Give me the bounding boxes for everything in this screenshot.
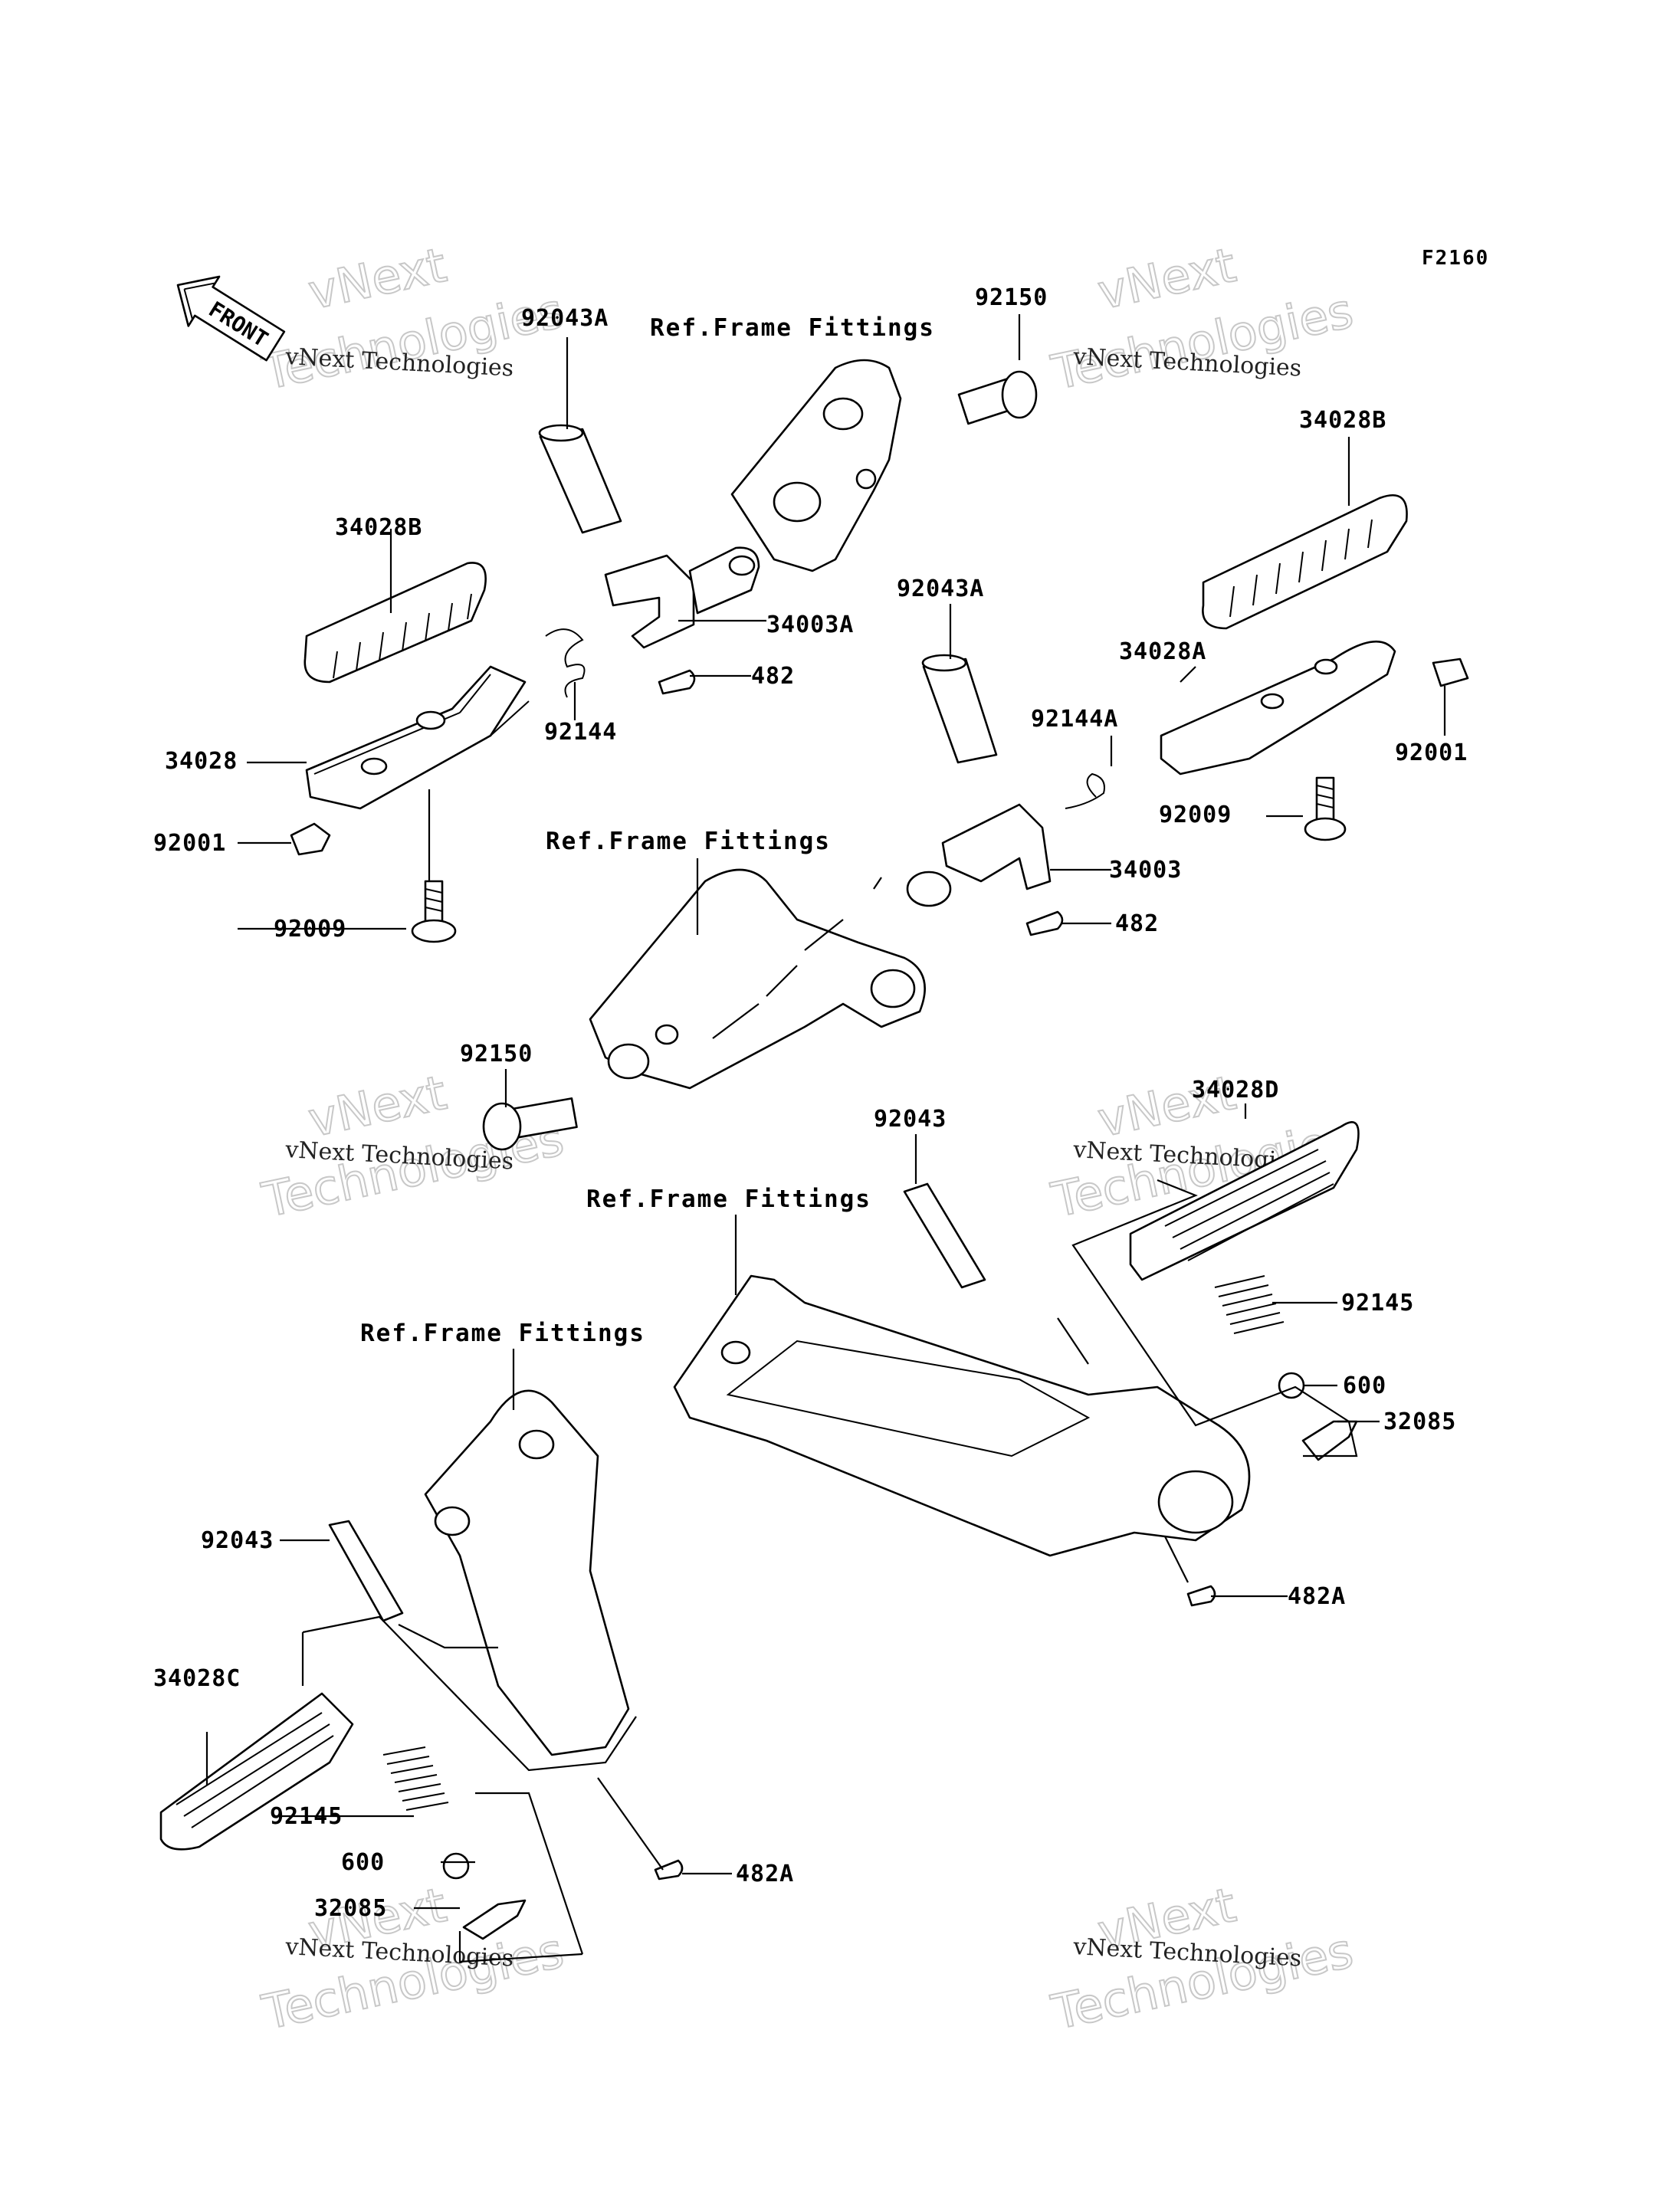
pin-92043-right bbox=[903, 1182, 986, 1289]
bolt-92001-left bbox=[290, 822, 331, 856]
ref-frame-fittings-label: Ref.Frame Fittings bbox=[586, 1185, 871, 1213]
pin-92043-left bbox=[328, 1520, 404, 1622]
diagram-code: F2160 bbox=[1422, 247, 1489, 270]
watermark-big-top: vNext bbox=[1093, 237, 1240, 320]
bracket-34003 bbox=[906, 803, 1052, 907]
spring-92145-right bbox=[1214, 1275, 1285, 1334]
ball-600-left bbox=[442, 1852, 470, 1880]
footpeg-34028A bbox=[1160, 640, 1396, 776]
part-label: 32085 bbox=[314, 1895, 387, 1922]
bolt-92009-left bbox=[411, 880, 457, 943]
leader-lines bbox=[205, 314, 1446, 1963]
watermark-big-top: vNext bbox=[304, 237, 451, 320]
ref-frame-fittings-label: Ref.Frame Fittings bbox=[360, 1320, 645, 1347]
watermark-big-bottom: Technologies bbox=[258, 282, 569, 400]
part-label: 92144 bbox=[544, 719, 617, 746]
ref-frame-fittings-label: Ref.Frame Fittings bbox=[546, 828, 831, 855]
clip-482-right bbox=[1025, 910, 1064, 936]
part-label: 34003 bbox=[1109, 857, 1182, 884]
part-label: 482 bbox=[1115, 910, 1159, 937]
part-label: 92145 bbox=[1341, 1290, 1414, 1317]
part-label: 92043A bbox=[521, 305, 609, 332]
spring-92145-left bbox=[382, 1746, 449, 1811]
clip-482-left bbox=[658, 669, 696, 695]
watermark-big-top: vNext bbox=[304, 1064, 451, 1148]
footpeg-rubber-34028D bbox=[1129, 1121, 1360, 1281]
bolt-92150-upper bbox=[957, 370, 1038, 425]
part-label: 32085 bbox=[1383, 1408, 1456, 1435]
footpeg-rubber-34028C bbox=[159, 1692, 354, 1851]
ball-600-right bbox=[1278, 1372, 1305, 1399]
part-label: 92150 bbox=[460, 1041, 533, 1067]
part-label: 600 bbox=[341, 1849, 385, 1876]
part-label: 92043 bbox=[201, 1527, 274, 1554]
part-label: 34028D bbox=[1192, 1077, 1279, 1103]
spring-92144-left bbox=[545, 628, 586, 698]
footpeg-rubber-34028B-left bbox=[304, 562, 487, 684]
pin-92043A-left bbox=[538, 424, 622, 534]
part-label: 92009 bbox=[1159, 802, 1232, 828]
part-label: 34028C bbox=[153, 1665, 241, 1692]
part-label: 92144A bbox=[1031, 706, 1118, 733]
frame-bracket-left bbox=[424, 1389, 630, 1756]
bolt-92001-right bbox=[1432, 657, 1469, 687]
bracket-34003A bbox=[604, 546, 760, 649]
part-label: 92145 bbox=[270, 1803, 343, 1830]
part-label: 600 bbox=[1343, 1372, 1386, 1399]
ref-frame-fittings-label: Ref.Frame Fittings bbox=[650, 314, 935, 342]
part-label: 482 bbox=[751, 663, 795, 690]
part-label: 34028B bbox=[1299, 407, 1386, 434]
part-label: 92001 bbox=[1395, 739, 1468, 766]
plate-32085-left bbox=[462, 1899, 527, 1940]
pin-92043A-right bbox=[921, 654, 998, 764]
part-label: 34028 bbox=[165, 748, 238, 775]
bolt-92150-lower bbox=[482, 1097, 578, 1151]
part-label: 482A bbox=[736, 1861, 794, 1887]
footpeg-34028 bbox=[305, 665, 530, 810]
clip-482A-right bbox=[1186, 1585, 1216, 1607]
bolt-92009-right bbox=[1304, 776, 1347, 841]
part-label: 34003A bbox=[766, 612, 854, 638]
part-label: 34028A bbox=[1119, 638, 1206, 665]
frame-bracket-right bbox=[673, 1274, 1251, 1557]
frame-fitting-upper bbox=[730, 359, 902, 572]
frame-fitting-middle bbox=[589, 868, 926, 1090]
plate-32085-right bbox=[1301, 1420, 1358, 1461]
spring-92144A bbox=[1065, 772, 1105, 809]
part-label: 92001 bbox=[153, 830, 226, 857]
watermark-big-bottom: Technologies bbox=[1047, 282, 1358, 400]
footpeg-rubber-34028B-right bbox=[1202, 494, 1408, 630]
clip-482A-left bbox=[654, 1859, 684, 1881]
part-label: 92150 bbox=[975, 284, 1048, 311]
part-label: 34028B bbox=[335, 514, 422, 541]
part-label: 482A bbox=[1288, 1583, 1346, 1610]
part-label: 92043A bbox=[897, 575, 984, 602]
part-label: 92043 bbox=[874, 1106, 947, 1133]
part-label: 92009 bbox=[274, 916, 346, 943]
